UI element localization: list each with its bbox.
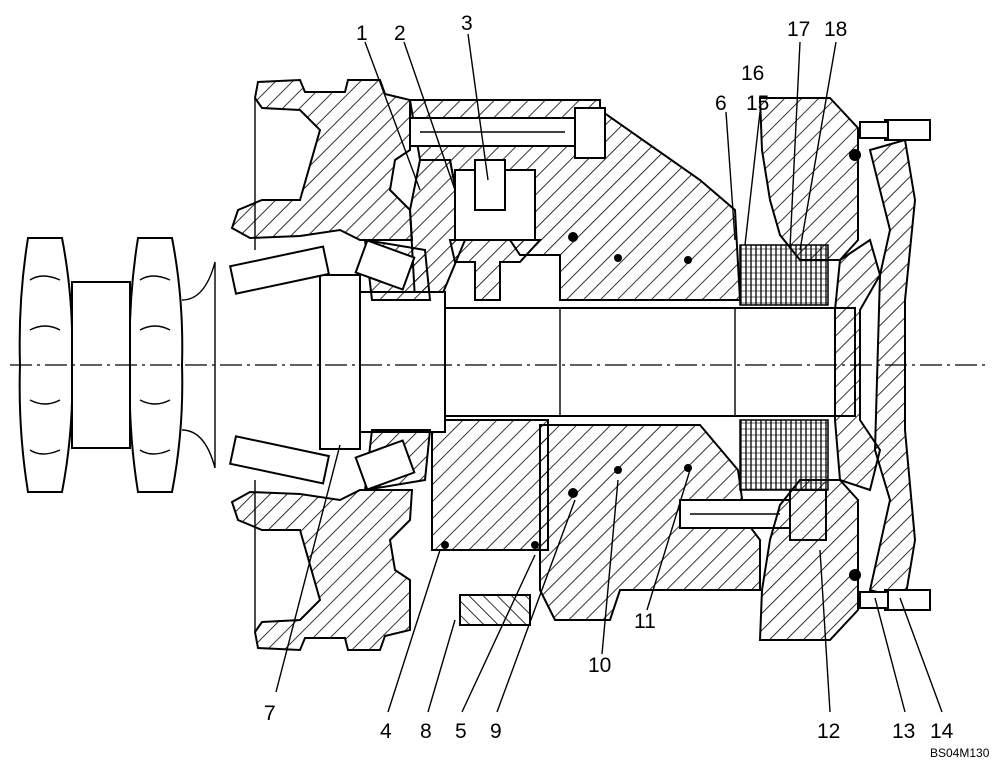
drive-shaft xyxy=(319,274,856,450)
callout-16: 16 xyxy=(741,62,764,85)
callout-12: 12 xyxy=(817,720,840,743)
callout-18: 18 xyxy=(824,18,847,41)
callout-5: 5 xyxy=(455,720,467,743)
callout-3: 3 xyxy=(461,12,473,35)
brake-disc-pack xyxy=(739,244,829,491)
callout-7: 7 xyxy=(264,702,276,725)
callout-8: 8 xyxy=(420,720,432,743)
callout-labels: 1 2 3 4 5 6 7 8 9 10 11 12 13 14 15 16 1… xyxy=(264,12,954,743)
callout-14: 14 xyxy=(930,720,954,743)
drawing-code: BS04M130 xyxy=(930,746,990,760)
callout-9: 9 xyxy=(490,720,502,743)
callout-1: 1 xyxy=(356,22,368,45)
callout-17: 17 xyxy=(787,18,810,41)
hub-housing xyxy=(230,78,414,652)
housing-bolt xyxy=(409,107,606,159)
callout-6: 6 xyxy=(715,92,727,115)
o-rings xyxy=(441,149,861,581)
callout-10: 10 xyxy=(588,654,611,677)
callout-13: 13 xyxy=(892,720,915,743)
callout-4: 4 xyxy=(380,720,392,743)
callout-2: 2 xyxy=(394,22,406,45)
tapered-roller-bearing xyxy=(228,238,432,492)
piston xyxy=(448,159,543,301)
leader-lines xyxy=(275,33,943,713)
callout-15: 15 xyxy=(746,92,769,115)
callout-11: 11 xyxy=(634,610,656,633)
